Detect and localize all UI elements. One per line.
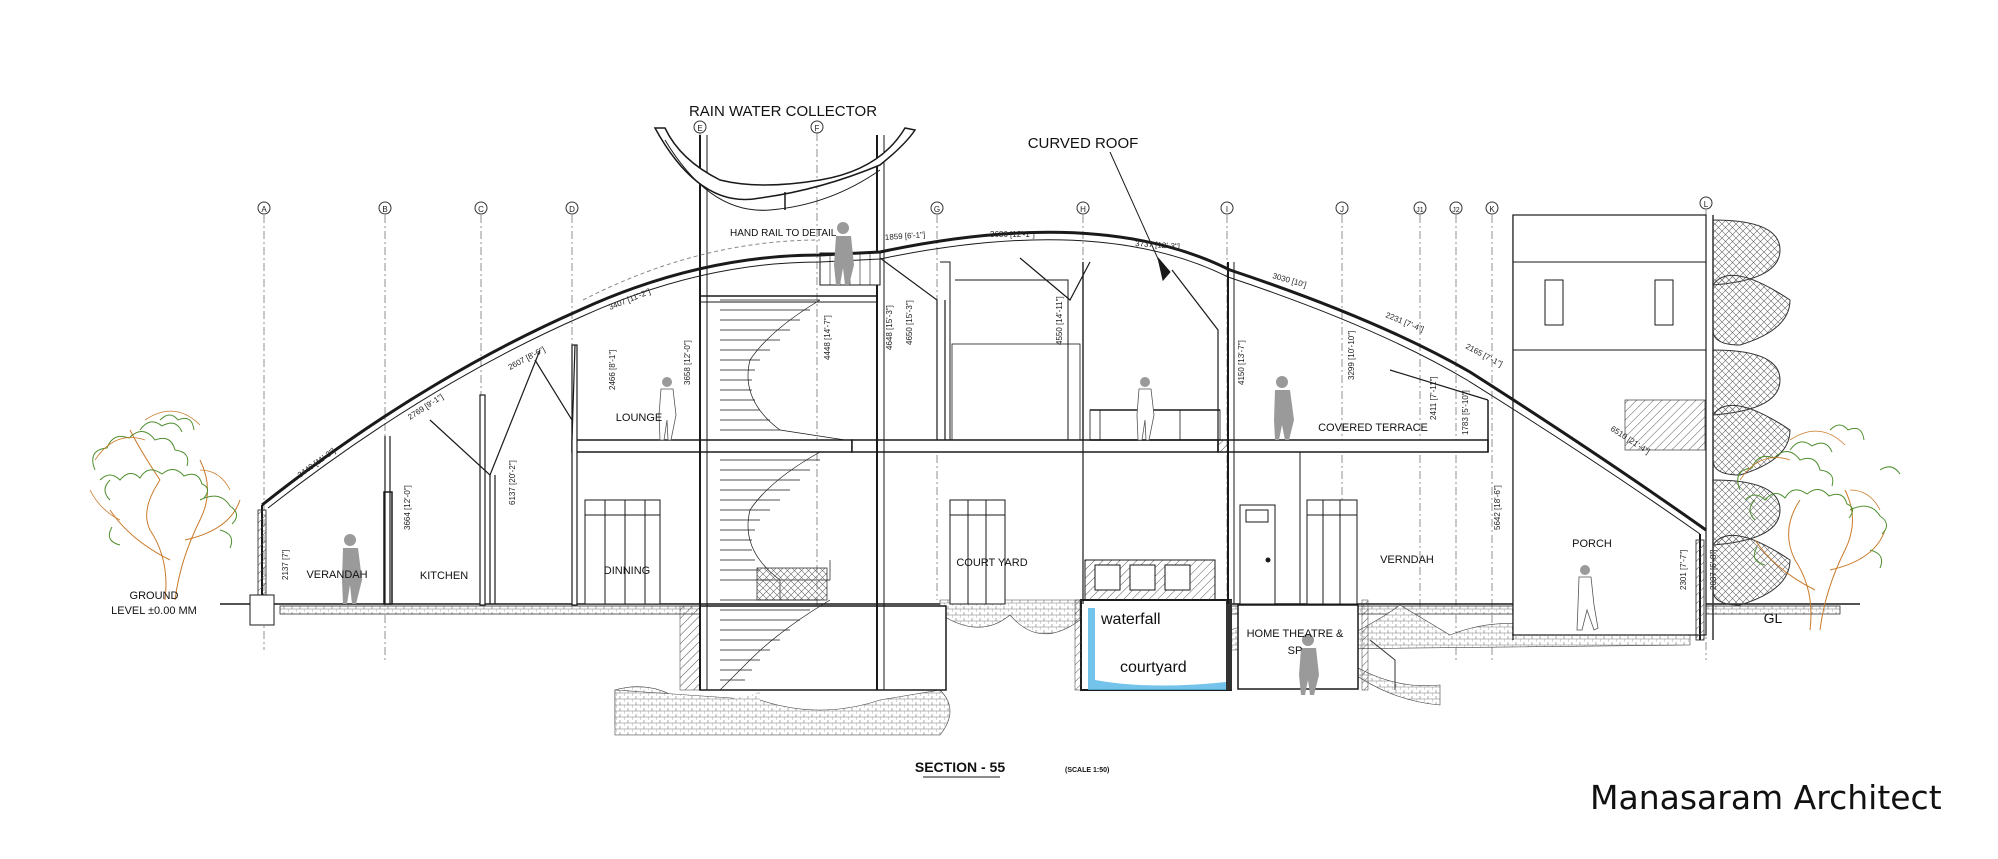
grid-label-a: A — [261, 205, 267, 214]
grid-label-j1: J1 — [1416, 207, 1424, 214]
tree-right — [1737, 424, 1901, 631]
dim-v-7: 4648 [15'-3"] — [885, 305, 894, 350]
grid-label-i: I — [1226, 205, 1228, 214]
grid-label-j: J — [1340, 205, 1344, 214]
dim-v-1: 2137 [7'] — [281, 550, 290, 580]
floor-slabs — [571, 439, 1489, 453]
tree-left — [89, 410, 241, 601]
grid-label-g: G — [934, 205, 940, 214]
figure-courtyard-upper — [1136, 377, 1155, 441]
figure-basement — [1299, 634, 1319, 695]
dim-roof-10: 2165 [7'-1"] — [1464, 342, 1504, 369]
section-scale: (SCALE 1:50) — [1065, 767, 1109, 774]
room-porch: PORCH — [1572, 538, 1612, 550]
dim-v-5: 3658 [12'-0"] — [683, 340, 692, 385]
grid-label-f: F — [815, 124, 820, 133]
dim-v-8: 4650 [15'-3"] — [905, 300, 914, 345]
room-lounge: LOUNGE — [616, 412, 662, 424]
dim-v-10: 4150 [13'-7"] — [1237, 340, 1246, 385]
grid-label-b: B — [382, 205, 387, 214]
dim-roof-6: 3686 [12'-1"] — [990, 230, 1035, 239]
dim-v-4: 2466 [8'-1"] — [608, 350, 617, 390]
room-home-theatre-2: SP — [1288, 645, 1303, 657]
figure-verandah — [342, 534, 362, 604]
waterfall-label: waterfall — [1100, 611, 1161, 628]
waterfall-water — [1088, 608, 1226, 690]
dim-v-15: 2301 [7'-7"] — [1679, 550, 1688, 590]
grid-label-j2: J2 — [1452, 207, 1460, 214]
dim-v-14: 5642 [18'-6"] — [1493, 485, 1502, 530]
dim-roof-4: 3440 [11'-3"] — [296, 446, 337, 479]
room-verndah-right: VERNDAH — [1380, 554, 1434, 566]
room-labels: VERANDAH KITCHEN LOUNGE DINNING COURT YA… — [306, 412, 1611, 657]
dim-v-9: 4550 [14'-11"] — [1055, 296, 1064, 345]
dim-roof-7: 3737 [12'-3"] — [1135, 239, 1180, 251]
curved-roof-label: CURVED ROOF — [1028, 135, 1139, 152]
spiral-stair — [1712, 215, 1791, 640]
dim-v-2: 3664 [12'-0"] — [403, 485, 412, 530]
curved-roof-leader — [1109, 151, 1171, 282]
grid-label-k: K — [1489, 205, 1495, 214]
roof-trusses — [384, 257, 1489, 604]
human-figures — [342, 222, 1599, 695]
rain-water-collector-label: RAIN WATER COLLECTOR — [689, 103, 877, 120]
grid-label-l: L — [1704, 200, 1709, 209]
dim-roof-5: 1859 [6'-1"] — [885, 230, 926, 242]
grid-label-c: C — [478, 205, 484, 214]
room-kitchen: KITCHEN — [420, 570, 468, 582]
room-dinning: DINNING — [604, 565, 650, 577]
section-title-block: SECTION - 55 (SCALE 1:50) — [915, 759, 1109, 778]
dim-v-13: 1783 [5'-10"] — [1461, 390, 1470, 435]
dim-v-11: 3299 [10'-10"] — [1347, 331, 1356, 380]
section-title: SECTION - 55 — [915, 759, 1005, 775]
curved-roof — [249, 230, 1707, 641]
courtyard-label: courtyard — [1120, 659, 1187, 676]
basement — [679, 599, 1396, 691]
figure-lounge — [658, 377, 677, 441]
room-home-theatre-1: HOME THEATRE & — [1247, 628, 1344, 640]
dim-v-12: 2411 [7'-11"] — [1429, 376, 1438, 420]
figure-stair-top — [834, 222, 854, 285]
dim-v-3: 6137 [20'-2"] — [508, 460, 517, 505]
windows-doors — [584, 499, 1358, 605]
firm-name: Manasaram Architect — [1590, 778, 1942, 817]
room-court-yard: COURT YARD — [956, 557, 1027, 569]
walls — [383, 214, 1707, 640]
grid-label-e: E — [697, 124, 702, 133]
annotations: RAIN WATER COLLECTOR CURVED ROOF HAND RA… — [111, 103, 1782, 626]
grid-label-h: H — [1080, 205, 1086, 214]
dim-v-6: 4448 [14'-7"] — [823, 315, 832, 360]
room-covered-terrace: COVERED TERRACE — [1318, 422, 1428, 434]
figure-porch — [1576, 565, 1599, 631]
grid-label-d: D — [569, 205, 575, 214]
grid-bubbles — [257, 120, 1713, 215]
ground-level-label-1: GROUND — [130, 590, 179, 602]
handwritten-labels: waterfall courtyard — [1100, 611, 1187, 676]
room-verandah-left: VERANDAH — [306, 569, 367, 581]
ground-level-label-2: LEVEL ±0.00 MM — [111, 605, 197, 617]
hand-rail-label: HAND RAIL TO DETAIL — [730, 228, 837, 239]
gl-label: GL — [1764, 610, 1783, 626]
figure-covered-terrace — [1274, 376, 1294, 440]
